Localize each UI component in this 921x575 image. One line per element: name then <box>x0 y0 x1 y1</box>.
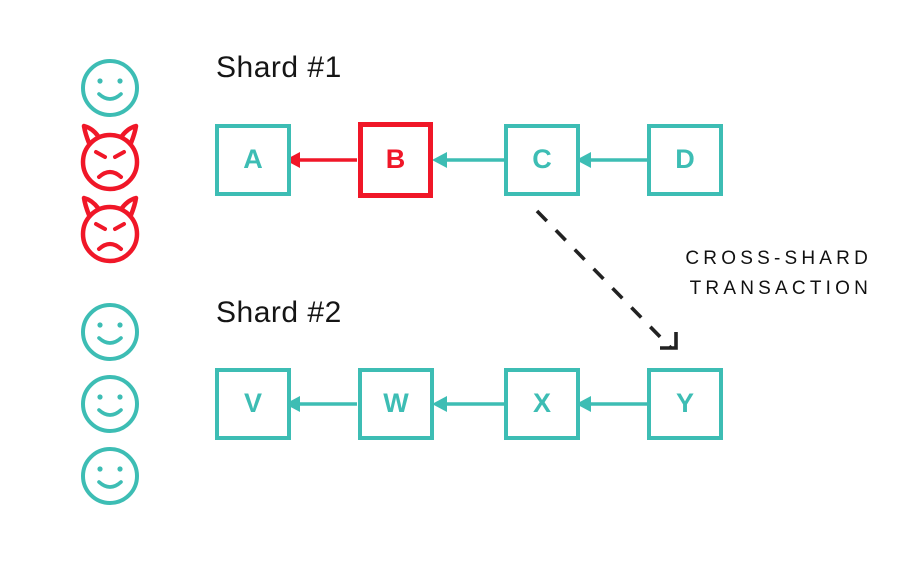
arrow-w-to-v <box>285 396 357 412</box>
participant-happy-face-3 <box>81 375 139 433</box>
cross-shard-label-line-1: CROSS-SHARD <box>685 248 872 269</box>
participant-devil-face-2 <box>80 195 140 264</box>
participant-happy-face-1 <box>81 59 139 117</box>
block-b-label: B <box>385 143 406 174</box>
block-v[interactable]: V <box>215 368 291 440</box>
block-y[interactable]: Y <box>647 368 723 440</box>
arrow-x-to-w <box>432 396 504 412</box>
shard-1-title: Shard #1 <box>216 51 342 84</box>
arrow-c-to-b <box>432 152 504 168</box>
arrow-y-to-x <box>576 396 647 412</box>
participant-happy-face-4 <box>81 447 139 505</box>
participant-happy-face-2 <box>81 303 139 361</box>
block-d[interactable]: D <box>647 124 723 196</box>
block-c-label: C <box>532 143 552 174</box>
participant-devil-face-1 <box>80 123 140 192</box>
arrow-b-to-a <box>285 152 357 168</box>
block-x-label: X <box>532 387 551 418</box>
block-a-label: A <box>243 143 263 174</box>
block-y-label: Y <box>675 387 694 418</box>
cross-shard-label-line-2: TRANSACTION <box>689 278 872 300</box>
block-v-label: V <box>243 387 262 418</box>
block-w[interactable]: W <box>358 368 434 440</box>
block-a[interactable]: A <box>215 124 291 196</box>
block-c[interactable]: C <box>504 124 580 196</box>
cross-shard-transaction-label: CROSS-SHARD TRANSACTION <box>685 244 872 304</box>
block-w-label: W <box>383 387 409 418</box>
cross-shard-dashed-arrow <box>535 209 678 350</box>
block-b[interactable]: B <box>358 122 433 198</box>
block-d-label: D <box>675 143 695 174</box>
block-x[interactable]: X <box>504 368 580 440</box>
shard-2-title: Shard #2 <box>216 296 342 329</box>
arrow-d-to-c <box>576 152 647 168</box>
